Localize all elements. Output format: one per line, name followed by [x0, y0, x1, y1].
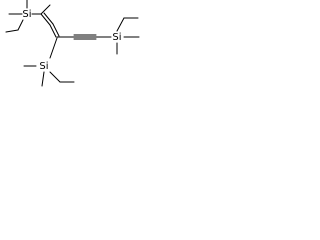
bond-c1-methyl [40, 4, 51, 15]
bond-si1-ethyl-2 [5, 29, 19, 33]
si-group-right: Si [112, 17, 140, 55]
bond-si3-ethyl-1 [116, 17, 125, 32]
bond-c2-c3-a [49, 24, 57, 38]
bond-si2-ethyl-1 [49, 71, 61, 83]
atom-label-si-top: Si [22, 9, 31, 20]
bond-c3-si2 [49, 37, 58, 59]
si-group-middle: Si [23, 61, 75, 87]
main-chain [40, 4, 112, 59]
bond-c1-c2-b [43, 12, 54, 25]
bond-si2-methyl-down [41, 71, 45, 87]
atom-label-si-middle: Si [39, 61, 48, 72]
chemical-structure: Si Si Si [5, 0, 140, 87]
atom-label-si-right: Si [112, 32, 121, 43]
bond-si1-ethyl-1 [17, 19, 24, 31]
bond-c2-c3-b [52, 23, 60, 37]
bond-c1-c2-a [40, 13, 51, 26]
si-group-top: Si [5, 0, 42, 33]
